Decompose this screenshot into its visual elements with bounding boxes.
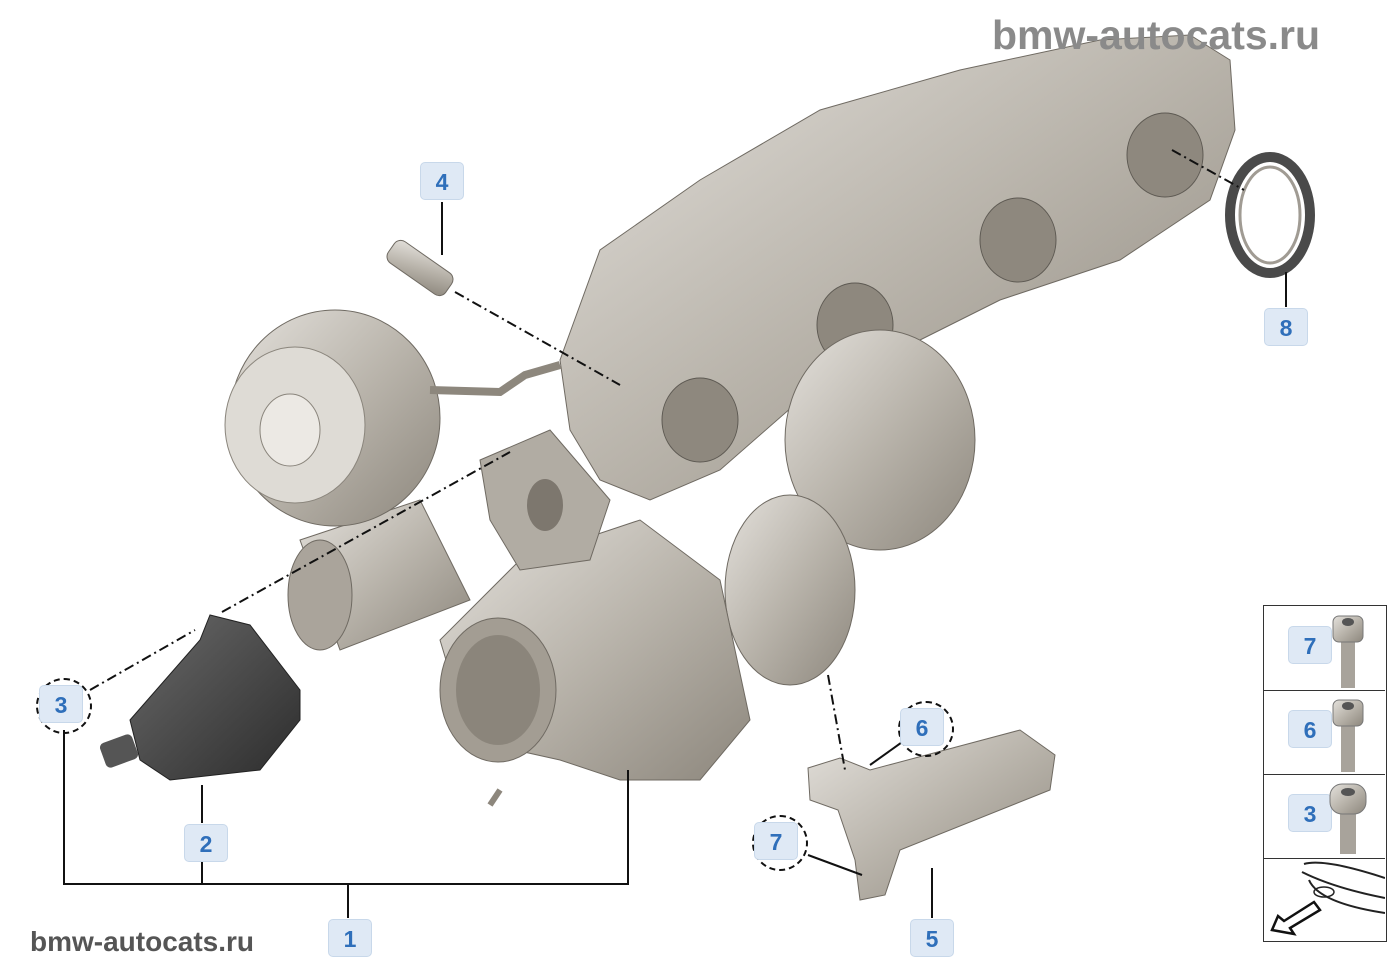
callout-2[interactable]: 2 — [184, 824, 228, 862]
callout-7[interactable]: 7 — [754, 822, 798, 860]
leader-lines — [63, 149, 1287, 918]
bolt-flange-icon — [1332, 615, 1364, 688]
callout-3[interactable]: 3 — [39, 685, 83, 723]
bracket-part — [807, 729, 1056, 901]
fastener-legend: 7 6 3 — [1263, 605, 1387, 942]
gasket-ring-part — [1225, 152, 1315, 278]
vehicle-front-arrow-icon — [1270, 861, 1386, 936]
callout-ring-6 — [898, 701, 954, 757]
watermark-bottom: bmw-autocats.ru — [30, 926, 255, 957]
wastegate-actuator-part — [99, 614, 301, 781]
legend-row-6: 6 — [1264, 690, 1385, 775]
callout-ring-3 — [36, 678, 92, 734]
legend-row-3: 3 — [1264, 774, 1385, 859]
callout-5[interactable]: 5 — [910, 919, 954, 957]
exhaust-manifold — [559, 34, 1236, 501]
bolt-flange-long-icon — [1332, 699, 1364, 772]
vehicle-orientation — [1264, 858, 1386, 940]
sensor-part — [386, 239, 454, 297]
watermark-top: bmw-autocats.ru — [992, 12, 1321, 58]
callout-6[interactable]: 6 — [900, 708, 944, 746]
callout-1[interactable]: 1 — [328, 919, 372, 957]
turbocharger — [224, 309, 976, 807]
legend-row-7: 7 — [1264, 606, 1385, 691]
callout-4[interactable]: 4 — [420, 162, 464, 200]
bolt-socket-head-icon — [1329, 783, 1367, 854]
legend-callout-7[interactable]: 7 — [1288, 626, 1332, 664]
callout-ring-7 — [752, 815, 808, 871]
legend-callout-6[interactable]: 6 — [1288, 710, 1332, 748]
callout-8[interactable]: 8 — [1264, 308, 1308, 346]
legend-callout-3[interactable]: 3 — [1288, 794, 1332, 832]
